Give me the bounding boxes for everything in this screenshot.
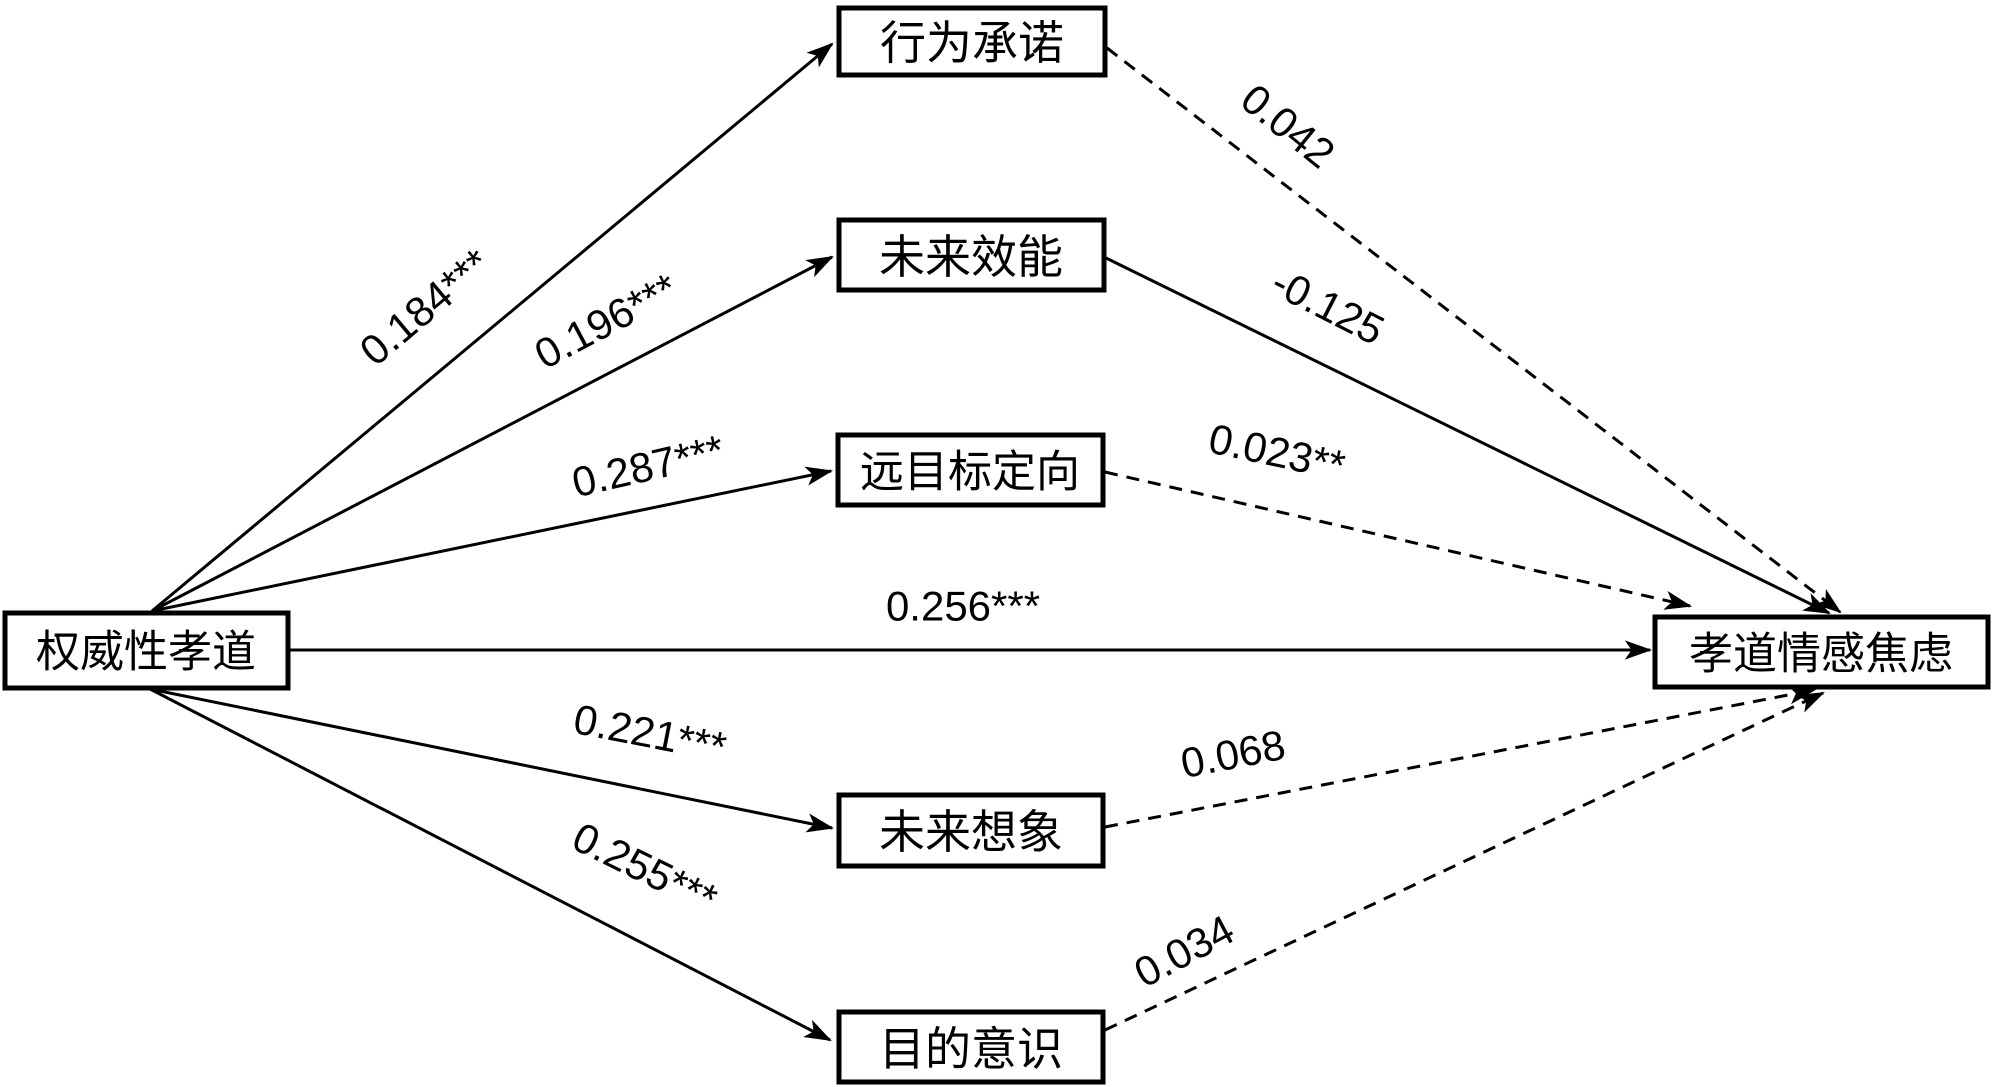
path-line-b5-mudiyishi-to-outcome: [1104, 691, 1825, 1032]
path-line-a5-predictor-to-mudiyishi: [149, 687, 832, 1042]
coef-label-b1: 0.042: [1232, 75, 1343, 178]
coef-label-a5: 0.255***: [565, 813, 724, 923]
path-line-a4-predictor-to-weilaixiangxiang: [149, 687, 835, 833]
path-line-b3-yuanmubiaodingxiang-to-outcome: [1104, 470, 1693, 610]
node-box-mediator-5: [836, 1009, 1106, 1085]
coef-label-b3: 0.023**: [1205, 415, 1350, 490]
node-box-mediator-4: [836, 792, 1106, 869]
node-mediator-4: 未来想象: [836, 792, 1106, 869]
node-box-mediator-3: [835, 432, 1106, 508]
node-label-mediator-2: 未来效能: [879, 231, 1063, 283]
node-predictor: 权威性孝道: [2, 610, 291, 691]
coef-label-a4: 0.221***: [570, 695, 730, 771]
path-line-a3-predictor-to-yuanmubiaodingxiang: [151, 466, 834, 613]
node-label-predictor: 权威性孝道: [36, 628, 256, 677]
node-mediator-5: 目的意识: [836, 1009, 1106, 1085]
node-label-outcome: 孝道情感焦虑: [1689, 630, 1953, 679]
coef-label-a3: 0.287***: [568, 426, 729, 506]
node-box-outcome: [1652, 614, 1991, 690]
node-box-mediator-2: [836, 217, 1107, 293]
node-mediator-2: 未来效能: [836, 217, 1107, 293]
node-box-predictor: [2, 610, 291, 691]
path-line-a1-predictor-to-xingweichengnuo: [151, 42, 834, 613]
coef-label-a2: 0.196***: [527, 264, 685, 378]
coef-label-b5: 0.034: [1127, 906, 1242, 997]
coef-label-a1: 0.184***: [351, 239, 499, 374]
node-box-mediator-1: [836, 5, 1108, 78]
node-mediator-1: 行为承诺: [836, 5, 1108, 78]
coef-label-b2: -0.125: [1264, 258, 1391, 354]
node-label-mediator-5: 目的意识: [879, 1023, 1063, 1075]
coef-label-b4: 0.068: [1177, 721, 1289, 787]
path-line-b1-xingweichengnuo-to-outcome: [1106, 46, 1842, 614]
node-label-mediator-1: 行为承诺: [880, 17, 1064, 69]
coef-label-c-direct: 0.256***: [886, 583, 1040, 630]
path-line-b2-weilaixiaoneng-to-outcome: [1105, 256, 1831, 615]
node-label-mediator-4: 未来想象: [879, 806, 1063, 858]
path-line-b4-weilaixiangxiang-to-outcome: [1104, 685, 1817, 829]
node-mediator-3: 远目标定向: [835, 432, 1106, 508]
node-outcome: 孝道情感焦虑: [1652, 614, 1991, 690]
path-line-a2-predictor-to-weilaixiaoneng: [151, 255, 834, 613]
node-label-mediator-3: 远目标定向: [860, 448, 1080, 497]
